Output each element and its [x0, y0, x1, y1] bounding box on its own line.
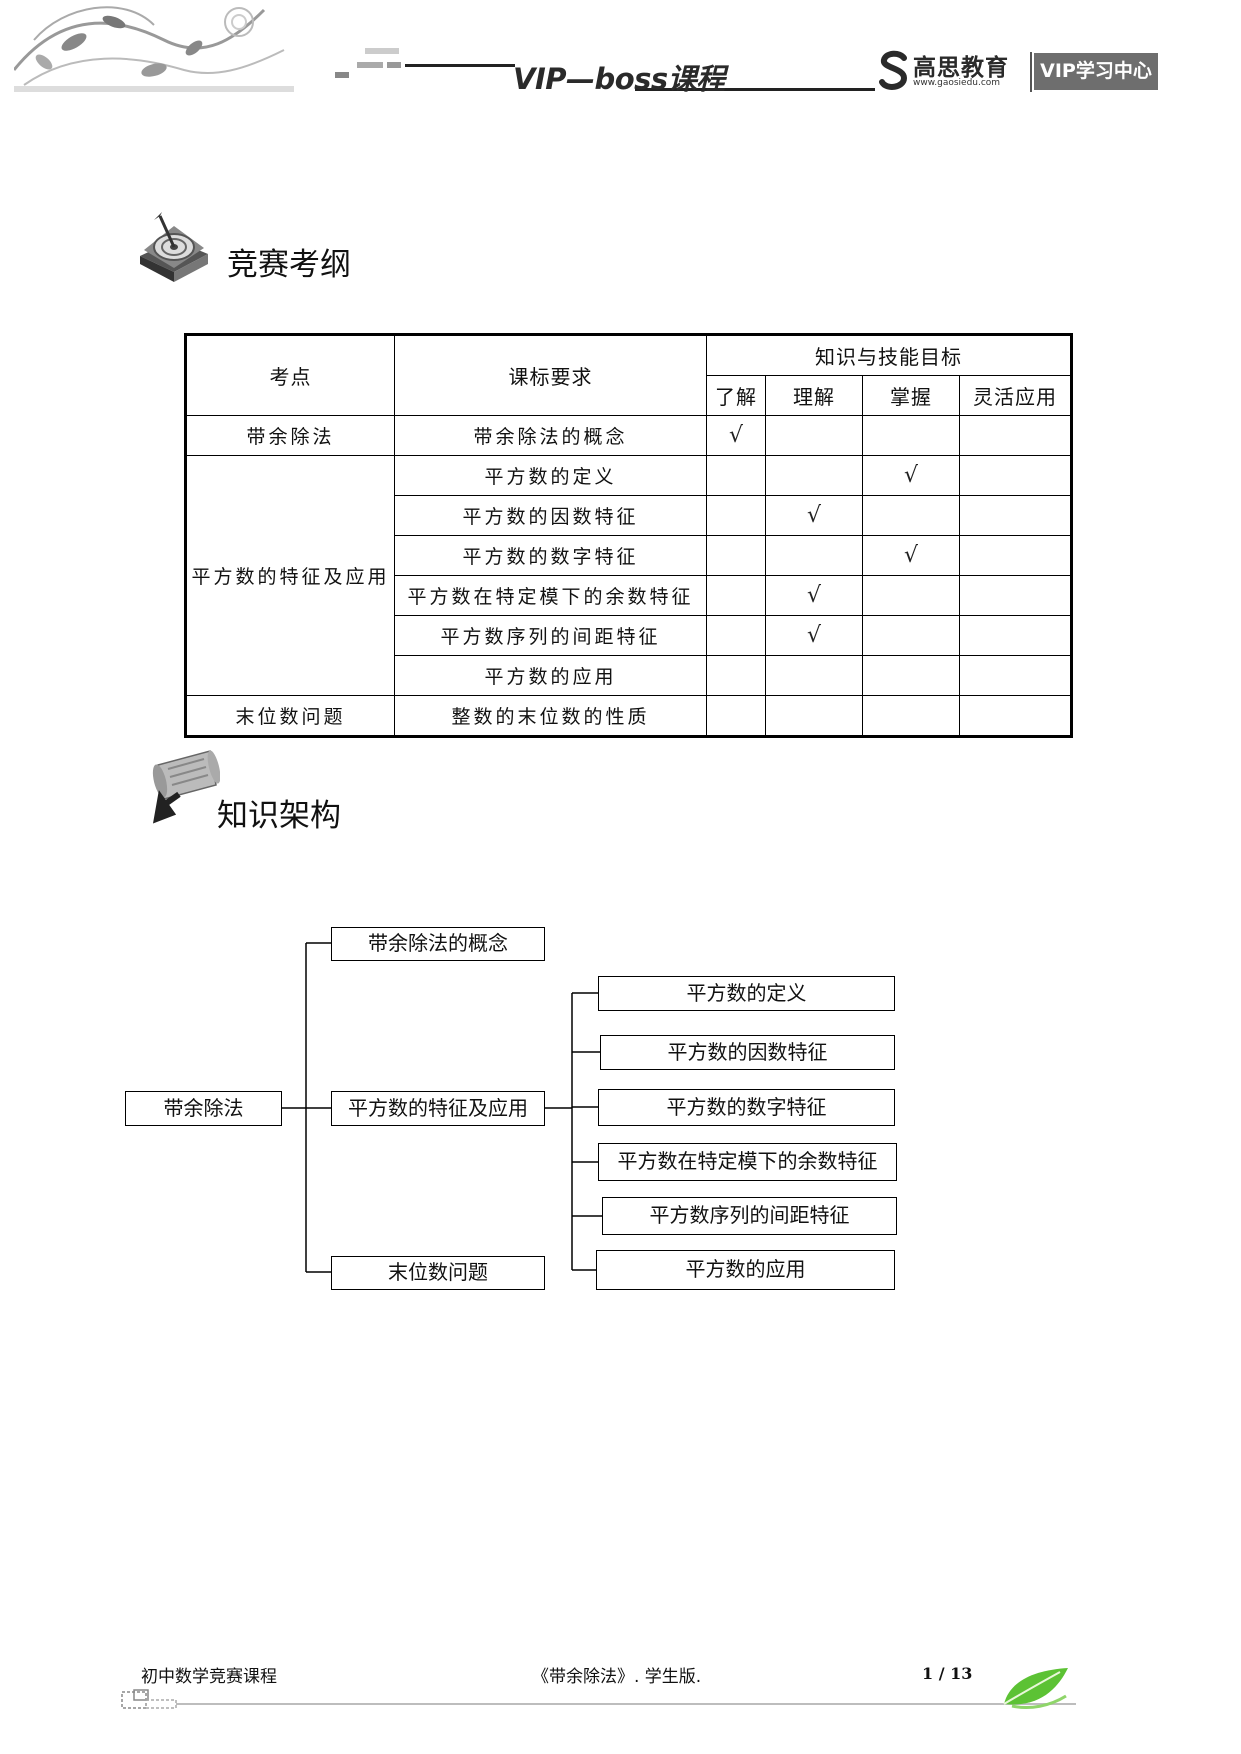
tree-node-level1: 末位数问题 — [331, 1256, 545, 1290]
vip-badge: VIP学习中心 — [1034, 53, 1158, 90]
scroll-cursor-icon — [152, 750, 220, 824]
section-title-framework: 知识架构 — [217, 798, 341, 834]
table-row: 平方数序列的间距特征√ — [186, 615, 1072, 656]
table-header-goal: 掌握 — [862, 375, 960, 416]
table-cell-empty — [959, 695, 1072, 737]
table-row: 平方数的应用 — [186, 655, 1072, 696]
table-cell-empty — [862, 695, 960, 737]
table-cell-empty — [706, 655, 766, 696]
logo-divider — [1030, 52, 1032, 92]
tree-node-level2: 平方数的定义 — [598, 976, 895, 1011]
table-cell-requirement: 平方数序列的间距特征 — [394, 615, 707, 656]
table-header-goal: 了解 — [706, 375, 766, 416]
check-mark: √ — [862, 455, 960, 496]
table-cell-empty — [706, 495, 766, 536]
table-cell-requirement: 平方数的应用 — [394, 655, 707, 696]
table-cell-empty — [959, 615, 1072, 656]
tree-node-level2: 平方数的应用 — [596, 1250, 895, 1290]
page-number: 1 / 13 — [922, 1664, 973, 1683]
table-cell-empty — [765, 415, 863, 456]
header-swirl-decoration — [14, 6, 294, 92]
tree-node-level2: 平方数在特定模下的余数特征 — [598, 1143, 897, 1181]
table-cell-requirement: 平方数的数字特征 — [394, 535, 707, 576]
check-mark: √ — [765, 495, 863, 536]
table-cell-requirement: 整数的末位数的性质 — [394, 695, 707, 737]
table-cell-topic: 平方数的特征及应用 — [185, 455, 395, 696]
table-cell-empty — [959, 575, 1072, 616]
header-rule — [335, 48, 875, 91]
table-cell-requirement: 平方数在特定模下的余数特征 — [394, 575, 707, 616]
table-row: 平方数的数字特征 √ — [186, 535, 1072, 576]
table-cell-requirement: 带余除法的概念 — [394, 415, 707, 456]
table-header-goal-group: 知识与技能目标 — [706, 334, 1072, 376]
footer-course-name: 初中数学竞赛课程 — [141, 1667, 277, 1687]
check-mark: √ — [706, 415, 766, 456]
syllabus-table: 考点 课标要求 知识与技能目标 了解 理解 掌握 灵活应用 带余除法带余除法的概… — [184, 333, 1073, 738]
tree-node-level1: 带余除法的概念 — [331, 927, 545, 961]
section-title-syllabus: 竞赛考纲 — [227, 247, 351, 283]
table-row: 平方数在特定模下的余数特征√ — [186, 575, 1072, 616]
green-leaf-icon — [1003, 1668, 1068, 1710]
course-title: VIP—boss课程 — [513, 62, 725, 96]
table-row: 末位数问题整数的末位数的性质 — [185, 695, 1072, 737]
footer-mark-icon — [121, 1689, 177, 1709]
logo-url: www.gaosiedu.com — [913, 78, 1001, 88]
table-cell-empty — [706, 695, 766, 737]
table-cell-empty — [706, 615, 766, 656]
target-book-icon — [140, 212, 208, 282]
table-header-kaodian: 考点 — [185, 334, 395, 416]
logo-name: 高思教育 — [913, 55, 1009, 81]
tree-node-level2: 平方数的数字特征 — [598, 1089, 895, 1126]
tree-node-level2: 平方数序列的间距特征 — [602, 1197, 897, 1235]
footer-document-title: 《带余除法》. 学生版. — [532, 1667, 702, 1687]
tree-node-level1: 平方数的特征及应用 — [331, 1091, 545, 1126]
table-cell-empty — [706, 575, 766, 616]
table-cell-requirement: 平方数的因数特征 — [394, 495, 707, 536]
tree-node-root: 带余除法 — [125, 1091, 282, 1126]
check-mark: √ — [862, 535, 960, 576]
gaosi-logo-icon — [879, 50, 908, 90]
table-header-goal: 理解 — [765, 375, 863, 416]
table-cell-empty — [862, 655, 960, 696]
tree-node-level2: 平方数的因数特征 — [600, 1035, 895, 1070]
footer-rule — [176, 1703, 1076, 1705]
